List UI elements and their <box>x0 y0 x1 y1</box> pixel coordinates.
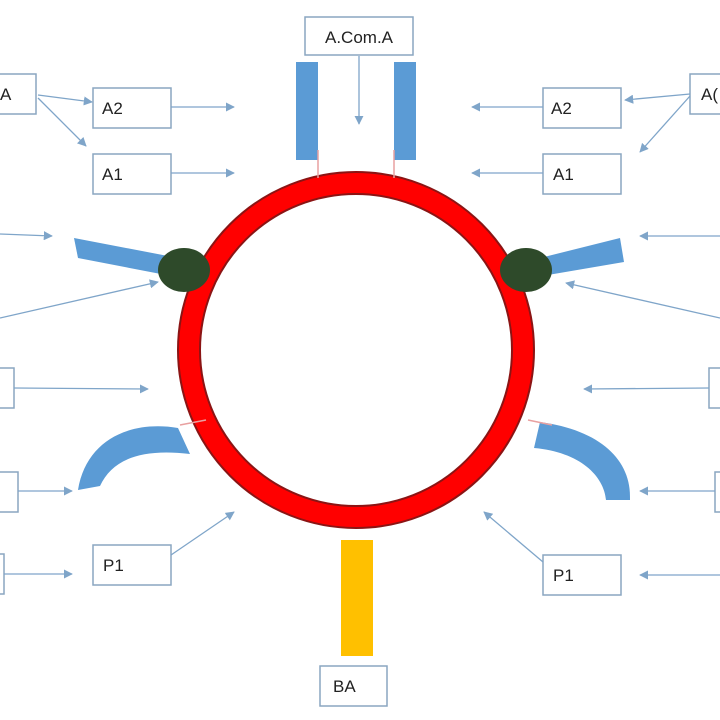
arrow <box>624 93 691 104</box>
label-box-a2-right: A2 <box>542 87 622 129</box>
label-box-acoma: A.Com.A <box>304 16 414 56</box>
ring-divider <box>527 419 553 426</box>
svg-text:A1: A1 <box>553 165 574 184</box>
label-box-edge-left-3 <box>0 553 5 595</box>
arrow <box>0 279 159 319</box>
svg-text:A2: A2 <box>102 99 123 118</box>
label-box-aca-left: A <box>0 73 37 115</box>
ica-junction-left <box>158 248 210 292</box>
a1-vessel-right <box>394 62 416 160</box>
pca-vessel-left <box>78 426 190 490</box>
mca-vessel-left <box>74 238 168 275</box>
label-box-p1-left: P1 <box>92 544 172 586</box>
ica-junction-right <box>500 248 552 292</box>
label-box-a1-left: A1 <box>92 153 172 195</box>
svg-text:P1: P1 <box>553 566 574 585</box>
label-box-a2-left: A2 <box>92 87 172 129</box>
svg-text:A1: A1 <box>102 165 123 184</box>
arrow <box>37 94 93 106</box>
label-box-edge-right-1 <box>708 367 720 409</box>
basilar-artery <box>341 540 373 656</box>
svg-text:P1: P1 <box>103 556 124 575</box>
arrow <box>0 231 53 241</box>
ring-divider <box>179 419 207 426</box>
svg-text:A.Com.A: A.Com.A <box>325 28 394 47</box>
label-box-edge-left-1 <box>0 367 15 409</box>
arrow <box>13 384 149 394</box>
svg-text:BA: BA <box>333 677 356 696</box>
arrow <box>565 280 720 319</box>
a1-vessel-left <box>296 62 318 160</box>
arrow <box>483 511 544 563</box>
label-box-edge-right-2 <box>714 471 720 513</box>
label-box-p1-right: P1 <box>542 554 622 596</box>
arrow <box>639 95 691 153</box>
label-box-ba: BA <box>319 665 388 707</box>
pca-vessel-right <box>534 422 631 500</box>
arrow <box>583 384 710 394</box>
arrow <box>37 97 87 147</box>
arrow <box>170 511 235 556</box>
label-box-edge-left-2 <box>0 471 19 513</box>
svg-text:A(: A( <box>701 85 718 104</box>
mca-vessel-right <box>540 238 624 276</box>
svg-text:A2: A2 <box>551 99 572 118</box>
circle-inner <box>199 193 513 507</box>
svg-text:A: A <box>0 85 12 104</box>
label-box-aca-right: A( <box>689 73 720 115</box>
label-box-a1-right: A1 <box>542 153 622 195</box>
pointer-arrows <box>0 56 720 580</box>
